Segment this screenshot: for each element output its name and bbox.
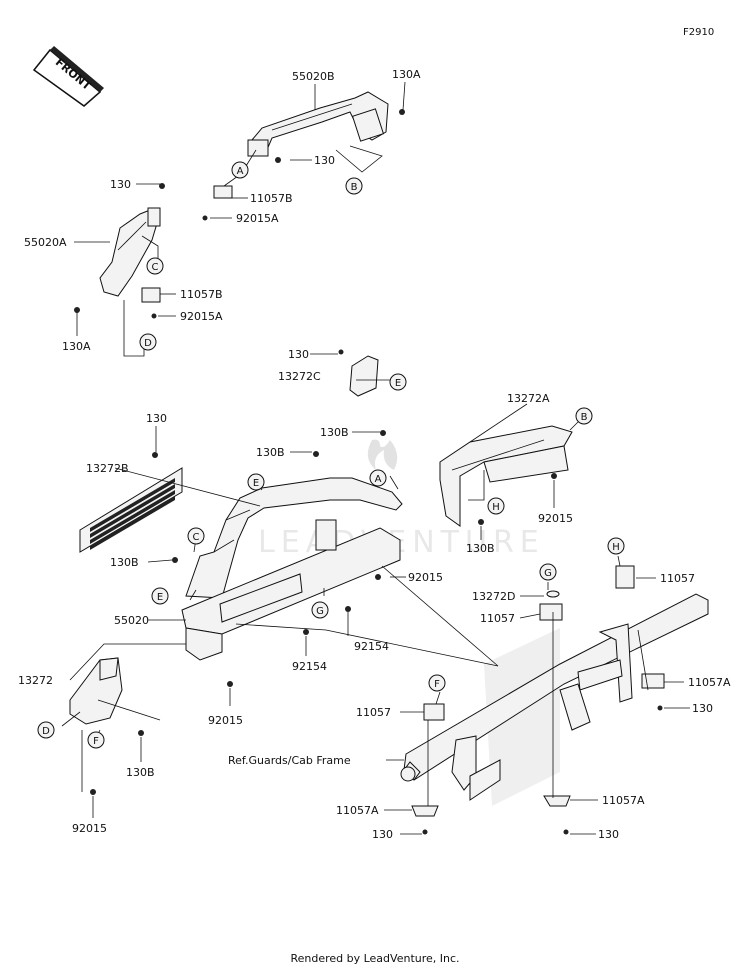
cover-13272a xyxy=(439,425,573,527)
label-13272d: 13272D xyxy=(472,590,515,603)
clip-11057-f xyxy=(423,703,445,721)
label-130-bottom-left: 130 xyxy=(372,828,393,841)
label-11057b-left: 11057B xyxy=(180,288,223,301)
washer-13272d xyxy=(546,590,560,598)
svg-text:G: G xyxy=(316,606,324,617)
callout-f-frame: F xyxy=(428,674,446,692)
svg-text:D: D xyxy=(42,726,50,737)
callout-c-bumper: C xyxy=(187,527,205,545)
label-11057-g: 11057 xyxy=(480,612,515,625)
cab-frame-reference xyxy=(400,593,709,806)
label-11057-h: 11057 xyxy=(660,572,695,585)
svg-text:H: H xyxy=(612,542,620,553)
label-92154-right: 92154 xyxy=(354,640,389,653)
svg-text:D: D xyxy=(144,338,152,349)
label-130-top: 130 xyxy=(314,154,335,167)
bracket-55020b xyxy=(247,91,389,157)
svg-text:C: C xyxy=(152,262,159,273)
callout-b-right: B xyxy=(575,407,593,425)
clip-11057a-bottom-left xyxy=(411,805,439,817)
callout-b-upper: B xyxy=(345,177,363,195)
front-arrow-icon: FRONT xyxy=(32,46,104,107)
cover-13272 xyxy=(69,657,123,725)
footer-credit: Rendered by LeadVenture, Inc. xyxy=(290,952,459,965)
callout-e-left: E xyxy=(151,587,169,605)
label-92015-bottom-left: 92015 xyxy=(72,822,107,835)
label-11057a-right: 11057A xyxy=(688,676,731,689)
cover-13272c xyxy=(349,355,379,397)
callout-h-frame: H xyxy=(607,537,625,555)
callout-h-right: H xyxy=(487,497,505,515)
bumper-55020 xyxy=(181,477,403,661)
label-13272a: 13272A xyxy=(507,392,550,405)
label-11057-f: 11057 xyxy=(356,706,391,719)
label-13272b: 13272B xyxy=(86,462,129,475)
label-92015-right: 92015 xyxy=(538,512,573,525)
callout-a-upper: A xyxy=(231,161,249,179)
svg-text:A: A xyxy=(375,474,382,485)
callout-g-bumper: G xyxy=(311,601,329,619)
callout-g-frame: G xyxy=(539,563,557,581)
svg-text:H: H xyxy=(492,502,500,513)
label-130b-mid: 130B xyxy=(320,426,349,439)
label-130a-top: 130A xyxy=(392,68,421,81)
callout-c-left: C xyxy=(146,257,164,275)
diagram-id: F2910 xyxy=(683,27,714,38)
label-92015-mid: 92015 xyxy=(408,571,443,584)
callout-e-cover: E xyxy=(389,373,407,391)
fasteners xyxy=(74,109,663,835)
svg-text:E: E xyxy=(395,378,401,389)
callouts: A B C D E B A E H C E G H G F D F xyxy=(37,161,625,749)
svg-text:E: E xyxy=(253,478,259,489)
label-11057b-top: 11057B xyxy=(250,192,293,205)
callout-f-lower: F xyxy=(87,731,105,749)
svg-text:C: C xyxy=(193,532,200,543)
svg-text:F: F xyxy=(93,736,99,747)
callout-a-mid: A xyxy=(369,469,387,487)
clip-11057a-bottom-right xyxy=(543,795,571,807)
label-55020a: 55020A xyxy=(24,236,67,249)
callout-e-bumper: E xyxy=(247,473,265,491)
clip-11057b-left xyxy=(141,287,161,303)
label-130b-left: 130B xyxy=(110,556,139,569)
label-ref-cab-frame: Ref.Guards/Cab Frame xyxy=(228,754,351,767)
label-13272c: 13272C xyxy=(278,370,321,383)
label-92015-bottom-mid: 92015 xyxy=(208,714,243,727)
clip-11057-g xyxy=(539,603,563,621)
svg-text:F: F xyxy=(434,679,440,690)
label-92015a-left: 92015A xyxy=(180,310,223,323)
label-130b-bottom: 130B xyxy=(126,766,155,779)
callout-d-left: D xyxy=(139,333,157,351)
svg-text:B: B xyxy=(581,412,588,423)
svg-text:A: A xyxy=(237,166,244,177)
label-130a-left: 130A xyxy=(62,340,91,353)
svg-text:G: G xyxy=(544,568,552,579)
label-55020: 55020 xyxy=(114,614,149,627)
clip-11057a-right xyxy=(641,673,665,689)
grille-13272b xyxy=(79,467,183,553)
label-92154-left: 92154 xyxy=(292,660,327,673)
svg-text:E: E xyxy=(157,592,163,603)
bracket-55020a xyxy=(99,207,161,297)
label-130b-mid-left: 130B xyxy=(256,446,285,459)
label-11057a-bottom-left: 11057A xyxy=(336,804,379,817)
label-11057a-bottom-right: 11057A xyxy=(602,794,645,807)
label-130-grille: 130 xyxy=(146,412,167,425)
label-130-left: 130 xyxy=(110,178,131,191)
label-130b-right: 130B xyxy=(466,542,495,555)
label-130-right: 130 xyxy=(692,702,713,715)
callout-d-lower: D xyxy=(37,721,55,739)
label-92015a-top: 92015A xyxy=(236,212,279,225)
label-130-bottom-right: 130 xyxy=(598,828,619,841)
svg-text:B: B xyxy=(351,182,358,193)
part-labels: 55020B 130A 130 11057B 92015A 130 55020A… xyxy=(18,68,731,841)
label-55020b: 55020B xyxy=(292,70,335,83)
clip-11057-h xyxy=(615,565,635,589)
clip-11057b-upper xyxy=(213,185,233,199)
watermark-text: LEADVENTURE xyxy=(258,525,545,560)
label-130-cover: 130 xyxy=(288,348,309,361)
label-13272: 13272 xyxy=(18,674,53,687)
